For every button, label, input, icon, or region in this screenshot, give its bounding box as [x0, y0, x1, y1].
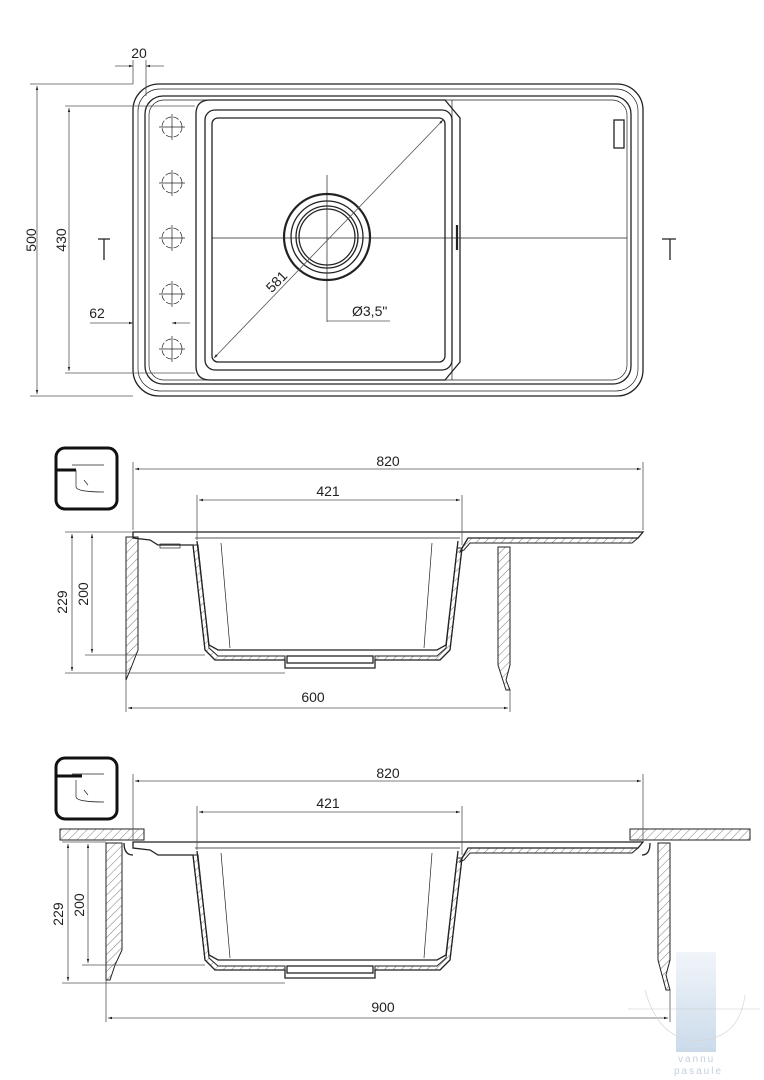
- dim-421: 421: [316, 483, 340, 499]
- dim-900: 900: [371, 999, 395, 1015]
- cabinet-wall-left: [125, 536, 139, 681]
- dim-820: 820: [376, 453, 400, 469]
- sink-outline: [132, 83, 644, 397]
- countertop-left: [59, 828, 145, 841]
- sink-profile: [132, 531, 645, 669]
- dim-430: 430: [53, 228, 69, 252]
- dim-62: 62: [89, 305, 105, 321]
- watermark-line2: pasaule: [674, 1066, 723, 1077]
- cabinet-wall-left: [105, 842, 123, 981]
- section-marker-left: [98, 238, 110, 260]
- overflow-icon: [613, 119, 625, 149]
- dim-421: 421: [316, 795, 340, 811]
- dim-229: 229: [54, 590, 70, 614]
- sink-profile: [123, 841, 651, 979]
- bowl-outline: [195, 99, 461, 381]
- dim-600: 600: [301, 689, 325, 705]
- top-view: 500 430 20 62 581 Ø3,5": [23, 45, 676, 397]
- dim-581: 581: [263, 267, 291, 295]
- dim-20: 20: [131, 45, 147, 61]
- tap-holes: [159, 114, 185, 362]
- flush-mount-icon: [54, 756, 119, 821]
- section-marker-right: [662, 238, 676, 260]
- dim-200: 200: [71, 893, 87, 917]
- cabinet-wall-right: [497, 546, 511, 691]
- dim-drain: Ø3,5": [352, 303, 387, 319]
- dim-200: 200: [75, 582, 91, 606]
- watermark-logo: vannu pasaule: [628, 952, 760, 1077]
- watermark-line1: vannu: [678, 1054, 715, 1065]
- section-view-inset: 820 421 229 200 600: [54, 446, 645, 712]
- dim-500: 500: [23, 228, 39, 252]
- dim-820: 820: [376, 765, 400, 781]
- cabinet-wall-right: [657, 842, 671, 991]
- inset-mount-icon: [54, 446, 119, 511]
- countertop-right: [629, 828, 751, 841]
- dim-229: 229: [50, 902, 66, 926]
- section-view-flush: 820 421 229 200 900: [50, 756, 751, 1022]
